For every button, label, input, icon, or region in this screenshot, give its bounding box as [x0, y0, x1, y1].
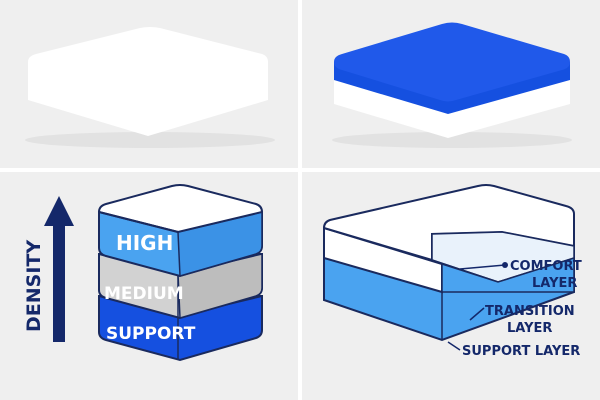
layer-support: SUPPORT [98, 295, 263, 362]
mattress-cutaway-icon: COMFORT LAYER TRANSITION LAYER SUPPORT L… [322, 184, 582, 359]
callout-transition-line1: TRANSITION [485, 304, 575, 319]
panel-plain-mattress [0, 0, 298, 168]
callout-transition-line2: LAYER [507, 321, 552, 336]
layer-label-support: SUPPORT [106, 324, 196, 344]
callout-comfort-line2: LAYER [532, 276, 577, 291]
panel-cutaway: COMFORT LAYER TRANSITION LAYER SUPPORT L… [302, 172, 600, 400]
panel-topper-mattress [302, 0, 600, 168]
layer-label-high: HIGH [116, 231, 173, 255]
panel-density-stack: DENSITY SUPPORT MEDIUM [0, 172, 298, 400]
layer-high: HIGH [97, 184, 264, 278]
callout-transition: TRANSITION LAYER [469, 304, 575, 336]
layer-stack-icon: DENSITY SUPPORT MEDIUM [23, 184, 264, 362]
callout-comfort-line1: COMFORT [510, 259, 582, 274]
mattress-topper-icon [332, 22, 572, 148]
mattress-plain-icon [25, 27, 275, 148]
callout-support: SUPPORT LAYER [447, 341, 580, 359]
density-arrow-icon [44, 196, 74, 342]
callout-comfort: COMFORT LAYER [459, 259, 582, 291]
density-axis-label: DENSITY [23, 240, 45, 332]
callout-support-line1: SUPPORT LAYER [462, 344, 580, 359]
layer-label-medium: MEDIUM [104, 284, 184, 304]
